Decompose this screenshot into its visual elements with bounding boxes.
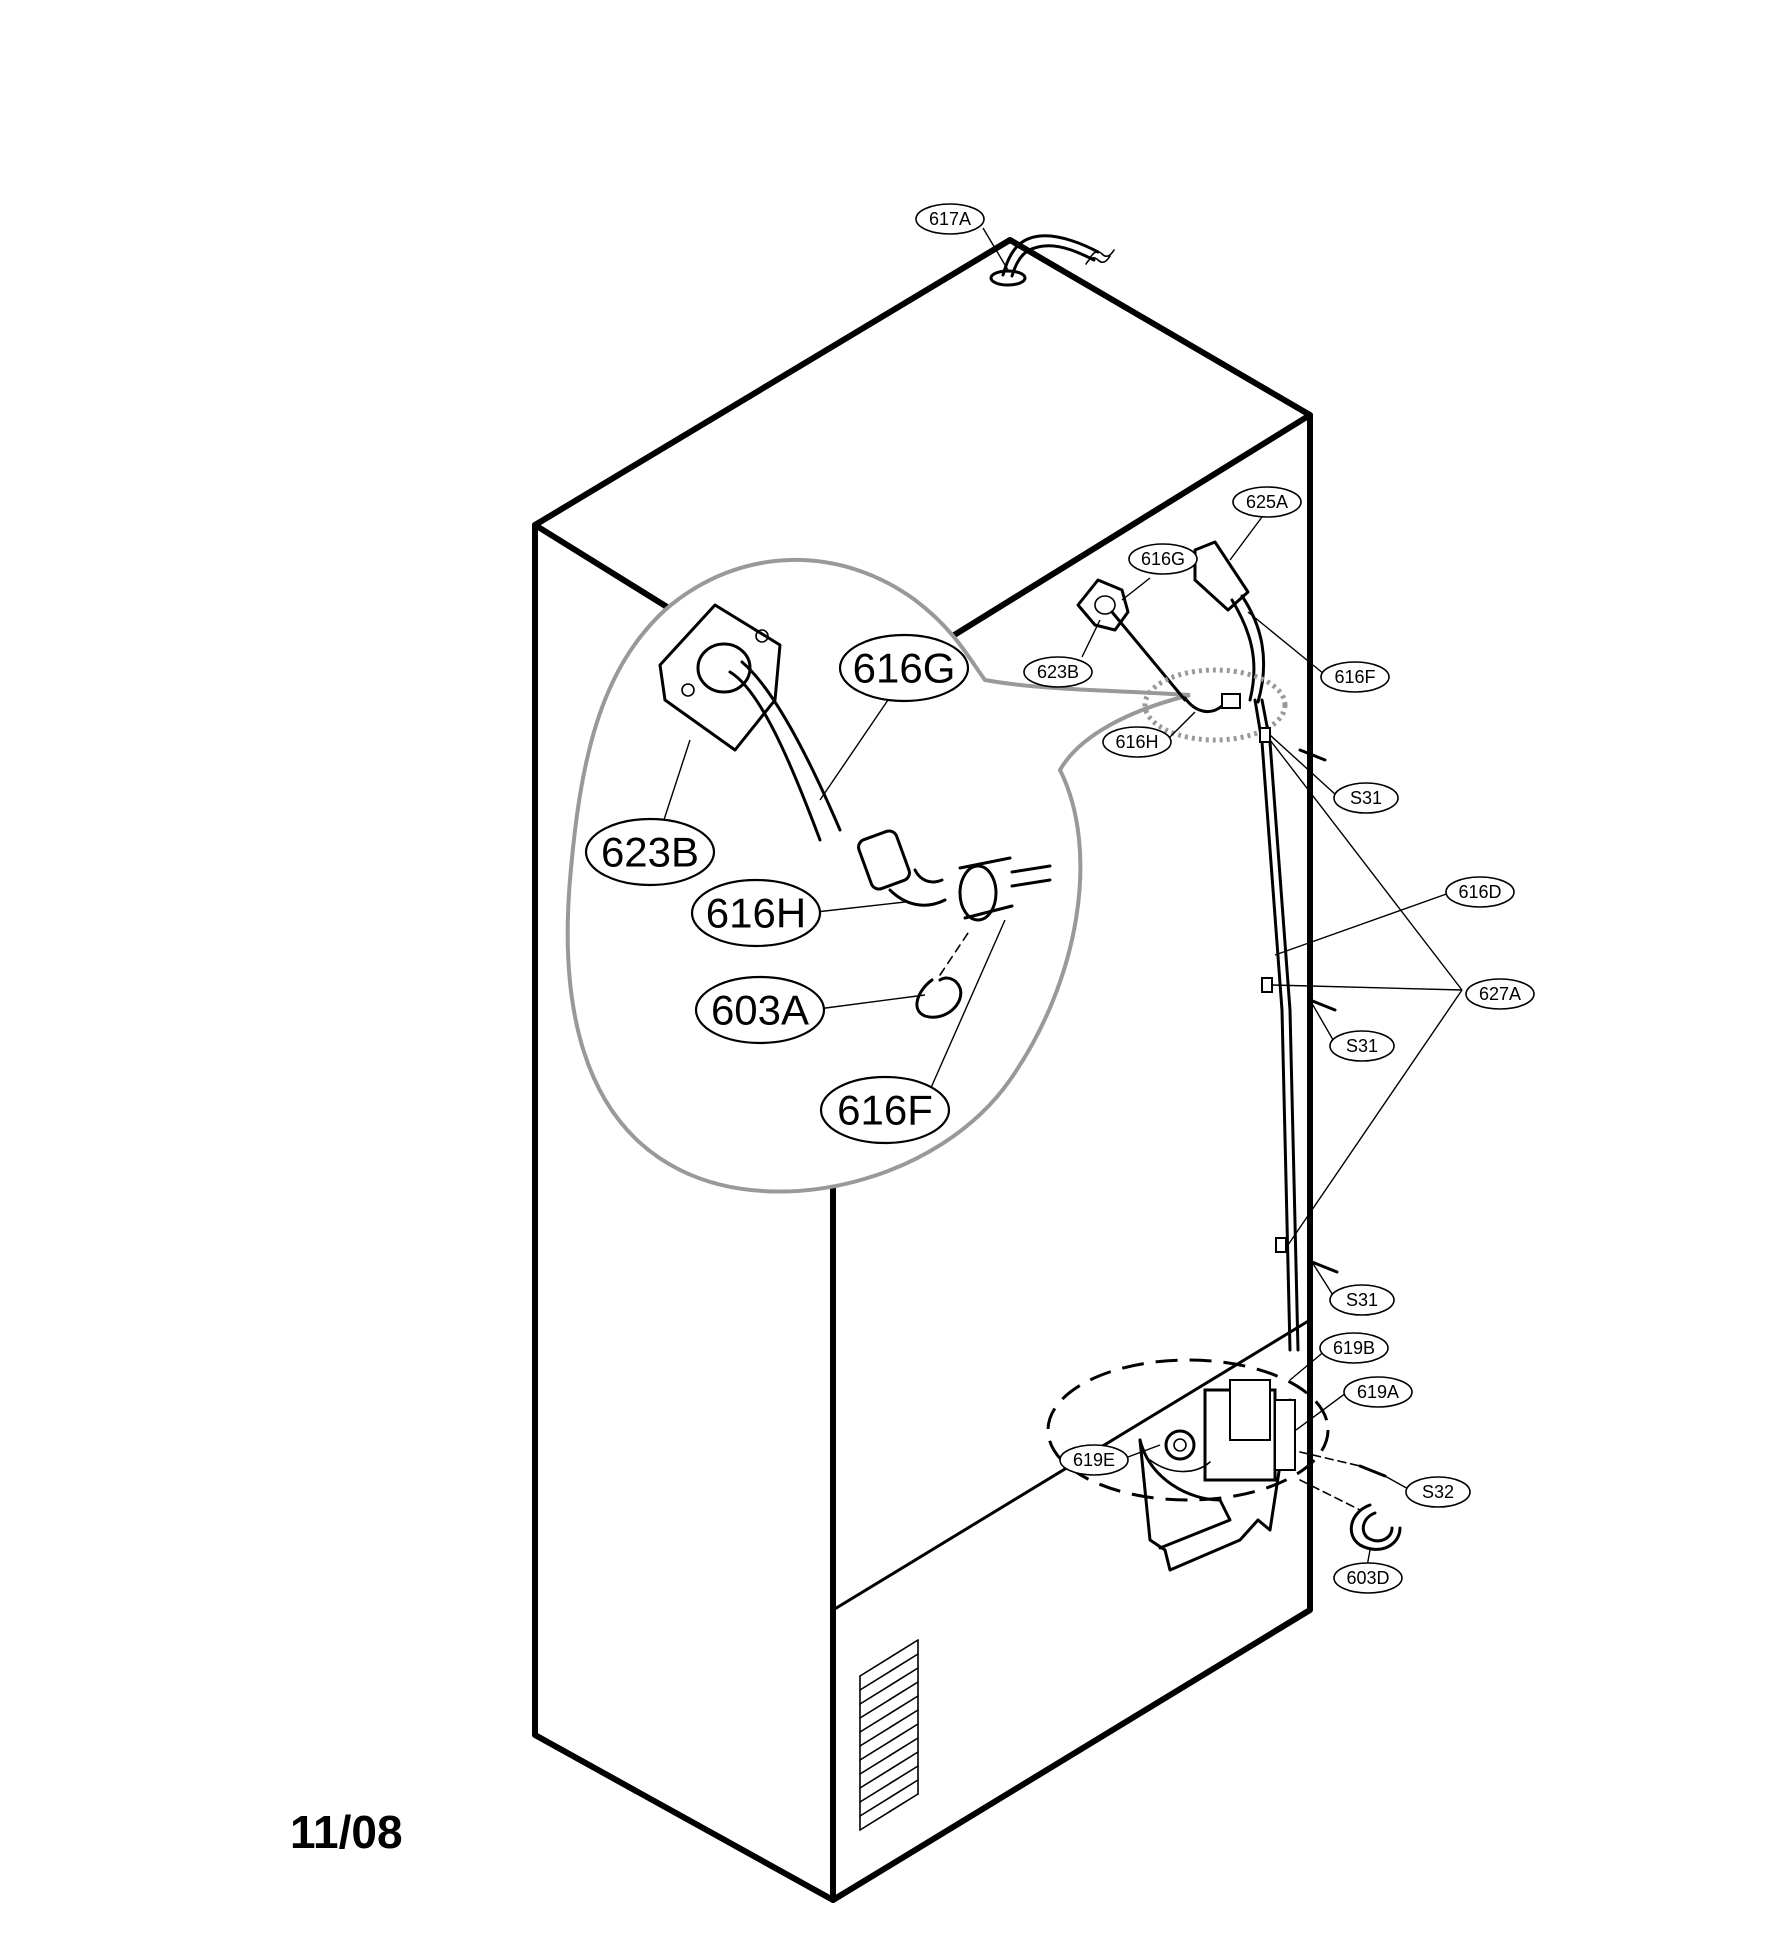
callout-623B: 623B	[1023, 656, 1093, 688]
svg-text:619A: 619A	[1357, 1382, 1399, 1402]
callout-616D: 616D	[1445, 876, 1515, 908]
svg-text:616F: 616F	[837, 1087, 933, 1134]
callout-627A: 627A	[1465, 978, 1535, 1010]
svg-text:S31: S31	[1346, 1036, 1378, 1056]
svg-text:616D: 616D	[1458, 882, 1501, 902]
svg-text:S31: S31	[1346, 1290, 1378, 1310]
svg-text:616G: 616G	[853, 645, 956, 692]
date-code: 11/08	[290, 1806, 403, 1858]
callout-616H: 616H	[1102, 726, 1172, 758]
callout-619A: 619A	[1343, 1376, 1413, 1408]
svg-text:S32: S32	[1422, 1482, 1454, 1502]
detail-callout-616F: 616F	[819, 1075, 951, 1145]
vent-grille	[859, 1639, 919, 1831]
svg-text:623B: 623B	[1037, 662, 1079, 682]
svg-text:616H: 616H	[1115, 732, 1158, 752]
svg-text:625A: 625A	[1246, 492, 1288, 512]
svg-text:619E: 619E	[1073, 1450, 1115, 1470]
callout-616F: 616F	[1320, 661, 1390, 693]
svg-text:S31: S31	[1350, 788, 1382, 808]
svg-text:616H: 616H	[706, 890, 806, 937]
detail-callout-623B: 623B	[584, 817, 716, 887]
detail-callout-603A: 603A	[694, 975, 826, 1045]
svg-text:619B: 619B	[1333, 1338, 1375, 1358]
callout-619B: 619B	[1319, 1332, 1389, 1364]
detail-callout-616H: 616H	[690, 878, 822, 948]
callout-S31-lower: S31	[1329, 1284, 1395, 1316]
leader-lines	[659, 227, 1463, 1573]
callout-616G: 616G	[1128, 543, 1198, 575]
detail-callout-616G: 616G	[838, 633, 970, 703]
dispenser-assembly	[1046, 1358, 1402, 1572]
callout-S32: S32	[1405, 1476, 1471, 1508]
svg-text:616G: 616G	[1141, 549, 1185, 569]
callout-619E: 619E	[1059, 1444, 1129, 1476]
svg-text:616F: 616F	[1334, 667, 1375, 687]
callout-617A: 617A	[915, 203, 985, 235]
svg-text:623B: 623B	[601, 829, 699, 876]
top-grommet-cable	[989, 234, 1115, 287]
svg-text:603A: 603A	[711, 987, 809, 1034]
callout-603D: 603D	[1333, 1562, 1403, 1594]
svg-text:627A: 627A	[1479, 984, 1521, 1004]
callout-S31-middle: S31	[1329, 1030, 1395, 1062]
svg-text:617A: 617A	[929, 209, 971, 229]
callout-S31-upper: S31	[1333, 782, 1399, 814]
callout-625A: 625A	[1232, 486, 1302, 518]
water-line-assembly	[1076, 540, 1339, 1352]
svg-text:603D: 603D	[1346, 1568, 1389, 1588]
